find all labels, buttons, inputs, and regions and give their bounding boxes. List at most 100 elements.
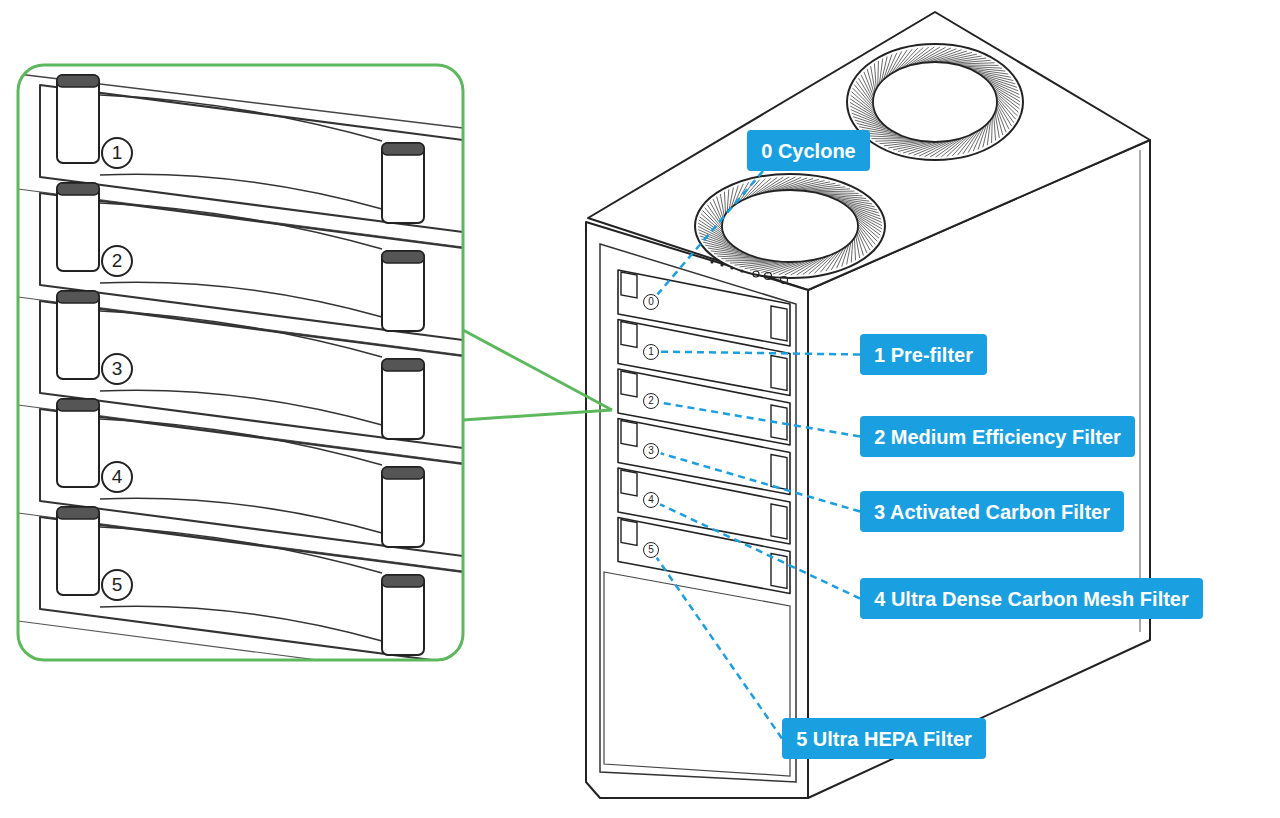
- inset-drawers: [18, 74, 463, 660]
- node-text: 4: [112, 465, 123, 489]
- drawer-stack: [618, 270, 790, 594]
- lower-panel: [604, 572, 790, 776]
- drawer-face-line: [100, 95, 382, 141]
- handle-cap: [382, 467, 424, 479]
- node-text: 1: [112, 141, 123, 165]
- side-edge-line: [1140, 150, 1141, 632]
- drawer-handle: [382, 251, 424, 331]
- fan-blade: [871, 66, 875, 92]
- drawer-face-line: [100, 282, 382, 317]
- leader-line: [661, 403, 860, 437]
- fan-blade: [995, 112, 999, 138]
- drawer-handle: [621, 272, 637, 298]
- drawer-handle: [382, 143, 424, 223]
- fan-blade: [875, 140, 915, 141]
- fan-blade: [872, 138, 912, 139]
- drawer-handle: [382, 359, 424, 439]
- front-face: [586, 222, 808, 798]
- control-button: [765, 273, 772, 280]
- node-text: 3 Activated Carbon Filter: [874, 500, 1110, 524]
- drawer-handle: [57, 507, 99, 595]
- drawer-number: 1: [643, 344, 659, 360]
- filter-callout: 2 Medium Efficiency Filter: [860, 416, 1135, 457]
- node-text: 1 Pre-filter: [874, 343, 973, 367]
- fan-blade: [705, 208, 722, 229]
- drawer-face-line: [100, 606, 382, 641]
- leader-line: [657, 171, 762, 294]
- control-button: [781, 277, 788, 284]
- drawer-number: 5: [101, 569, 133, 601]
- handle-cap: [57, 399, 99, 411]
- drawer-number: 4: [643, 492, 659, 508]
- drawer-handle: [621, 421, 637, 447]
- fan-group: [695, 44, 1023, 278]
- fan-blade: [730, 261, 772, 263]
- node-text: 3: [112, 357, 123, 381]
- node-text: 1: [648, 346, 654, 358]
- fan-blade: [851, 240, 853, 263]
- filter-callout: 1 Pre-filter: [860, 334, 987, 375]
- drawer-handle: [771, 455, 787, 490]
- fan-blade: [720, 194, 724, 217]
- fan-rim: [847, 44, 1023, 160]
- drawer-handle: [621, 322, 637, 348]
- drawer: [40, 517, 463, 660]
- drawer-face-line: [100, 390, 382, 425]
- handle-cap: [382, 359, 424, 371]
- drawer-number: 0: [643, 294, 659, 310]
- drawer-face-line: [100, 498, 382, 533]
- drawer-face-line: [100, 203, 382, 249]
- node-text: 0: [648, 296, 654, 308]
- drawer-number: 2: [643, 393, 659, 409]
- drawer: [618, 518, 790, 594]
- front-recess: [600, 244, 796, 782]
- drawer-handle: [57, 75, 99, 163]
- leader-line: [661, 453, 860, 511]
- control-dot: [730, 266, 733, 269]
- drawer-handle: [57, 183, 99, 271]
- node-text: 5 Ultra HEPA Filter: [796, 727, 972, 751]
- fan-blade: [994, 115, 996, 141]
- drawer-handle: [771, 306, 787, 341]
- control-button: [753, 271, 759, 277]
- fan-blade: [854, 85, 873, 107]
- drawer-face-line: [100, 311, 382, 357]
- drawer-handle: [621, 371, 637, 397]
- fan-blade: [727, 189, 729, 212]
- fan-blade: [857, 231, 866, 253]
- fan-blade: [997, 99, 1014, 122]
- fan-blade: [808, 189, 850, 191]
- fan-grille: [847, 44, 1023, 160]
- control-dot: [710, 260, 713, 263]
- control-dot: [740, 269, 743, 272]
- fan-hub: [722, 190, 858, 262]
- drawer-handle: [771, 356, 787, 391]
- fan-blade: [856, 81, 873, 104]
- handle-cap: [382, 575, 424, 587]
- handle-cap: [382, 143, 424, 155]
- drawer-handle: [57, 399, 99, 487]
- filter-callout: 4 Ultra Dense Carbon Mesh Filter: [860, 578, 1203, 619]
- zoom-line: [463, 410, 612, 420]
- drawer-face-line: [100, 174, 382, 209]
- leader-lines: [657, 171, 860, 739]
- fan-blade: [955, 63, 995, 64]
- drawer-face-line: [100, 419, 382, 465]
- fan-grille: [695, 174, 885, 278]
- node-text: 5: [648, 544, 654, 556]
- node-text: 3: [648, 445, 654, 457]
- fan-blade: [713, 199, 722, 221]
- drawer-number: 4: [101, 461, 133, 493]
- node-text: 2: [648, 395, 654, 407]
- drawer-number: 1: [101, 137, 133, 169]
- fan-blade: [724, 192, 725, 215]
- drawer-number: 3: [101, 353, 133, 385]
- drawer-face-line: [100, 527, 382, 573]
- handle-cap: [57, 291, 99, 303]
- inset-frame: [18, 65, 463, 660]
- fan-blade: [861, 75, 873, 99]
